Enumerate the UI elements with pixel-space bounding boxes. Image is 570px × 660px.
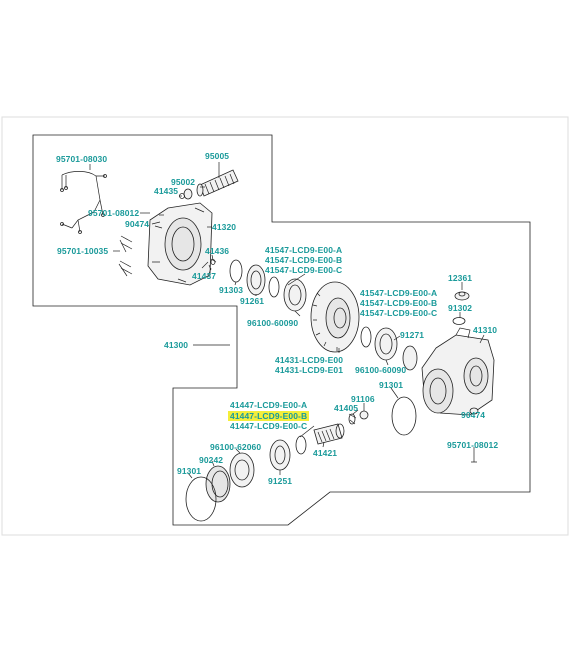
label-91301-b: 91301: [379, 380, 404, 390]
bolt-08012-shape: [471, 452, 477, 463]
label-41447-a: 41447-LCD9-E00-A: [230, 400, 308, 410]
label-41431-e00: 41431-LCD9-E00: [275, 355, 344, 365]
label-90474: 90474: [125, 219, 150, 229]
pinion-41421-shape: [313, 423, 345, 445]
seal-91271-shape: [402, 345, 418, 371]
housing-41310-shape: [421, 327, 495, 416]
label-96100-62060: 96100-62060: [210, 442, 262, 452]
label-41320: 41320: [212, 222, 237, 232]
bearing-91251-shape: [269, 439, 291, 471]
shim-41447-shape: [295, 435, 307, 455]
label-91301-a: 91301: [177, 466, 202, 476]
label-95701-08012: 95701-08012: [88, 208, 140, 218]
bearing-96100-62060-shape: [229, 452, 255, 488]
oring-91303-shape: [229, 259, 243, 283]
label-41435: 41435: [154, 186, 179, 196]
oring-91301-b-shape: [391, 396, 417, 436]
bolts-10035-shape: [118, 235, 133, 277]
label-90474-b: 90474: [461, 410, 486, 420]
label-41547-c-2: 41547-LCD9-E00-C: [360, 308, 438, 318]
label-90242: 90242: [199, 455, 224, 465]
part-91106-shape: [359, 410, 369, 420]
label-95002: 95002: [171, 177, 196, 187]
label-41547-a-2: 41547-LCD9-E00-A: [360, 288, 438, 298]
label-41310: 41310: [473, 325, 498, 335]
label-95701-08030: 95701-08030: [56, 154, 108, 164]
leader-lines: [89, 162, 485, 479]
label-91302: 91302: [448, 303, 473, 313]
label-91251: 91251: [268, 476, 293, 486]
label-41447-c: 41447-LCD9-E00-C: [230, 421, 308, 431]
label-96100-60090-a: 96100-60090: [247, 318, 299, 328]
label-95701-10035: 95701-10035: [57, 246, 109, 256]
bearing-96100-b-shape: [374, 327, 398, 361]
label-91261: 91261: [240, 296, 265, 306]
label-96100-60090-b: 96100-60090: [355, 365, 407, 375]
label-91303: 91303: [219, 285, 244, 295]
seal-90242-shape: [205, 465, 231, 503]
label-41547-a: 41547-LCD9-E00-A: [265, 245, 343, 255]
boot-95005-shape: [196, 169, 239, 197]
shim-41547-shape: [268, 276, 280, 298]
label-91106: 91106: [351, 394, 375, 404]
bearing-96100-a-shape: [283, 278, 307, 312]
label-91271: 91271: [400, 330, 425, 340]
ring-gear-41431-shape: [310, 281, 360, 353]
label-41300: 41300: [164, 340, 189, 350]
label-41431-e01: 41431-LCD9-E01: [275, 365, 344, 375]
assembly-boundary: [32, 134, 531, 526]
label-41421: 41421: [313, 448, 338, 458]
label-41447-b-highlighted[interactable]: 41447-LCD9-E00-B: [228, 411, 310, 421]
label-41405: 41405: [334, 403, 359, 413]
label-95005: 95005: [205, 151, 230, 161]
label-41547-b: 41547-LCD9-E00-B: [265, 255, 343, 265]
oring-91301-a-shape: [185, 476, 217, 522]
label-41437: 41437: [192, 271, 217, 281]
frame-border: [1, 116, 569, 536]
clamp-95002-shape: [183, 188, 193, 200]
label-41436: 41436: [205, 246, 230, 256]
label-12361: 12361: [448, 273, 473, 283]
label-41547-c: 41547-LCD9-E00-C: [265, 265, 343, 275]
shim-41547-b-shape: [360, 326, 372, 348]
bearing-91261-shape: [246, 264, 266, 296]
wire-harness-shape: [60, 171, 107, 234]
label-41547-b-2: 41547-LCD9-E00-B: [360, 298, 438, 308]
oring-91302-shape: [452, 317, 466, 325]
label-95701-08012-b: 95701-08012: [447, 440, 499, 450]
cover-41320-shape: [147, 202, 213, 286]
